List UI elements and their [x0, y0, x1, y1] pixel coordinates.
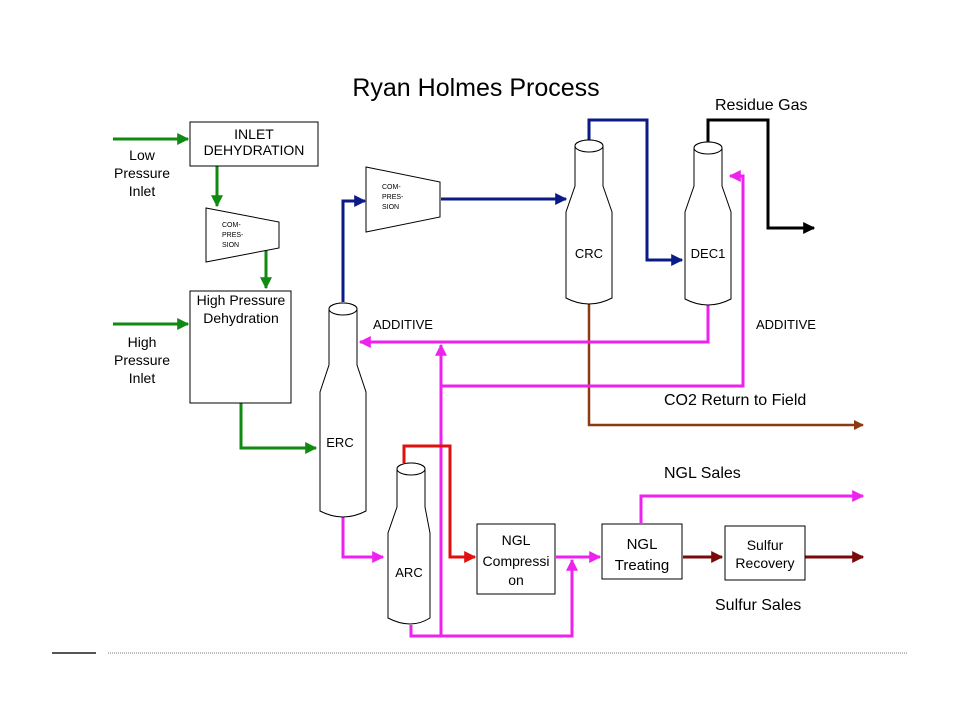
erc-column: ERC — [319, 302, 367, 518]
arc-label: ARC — [395, 565, 422, 580]
dec1-column: DEC1 — [684, 141, 732, 306]
inlet-dehydration-label-1: INLET — [234, 126, 274, 142]
arc-bottoms-line — [409, 558, 578, 638]
erc-label: ERC — [326, 435, 353, 450]
low-pressure-inlet-label-3: Inlet — [129, 183, 156, 199]
upper-compressor-label-3: SION — [382, 204, 399, 211]
arc-column: ARC — [387, 462, 431, 625]
lower-compressor-label-2: PRES- — [222, 232, 244, 239]
ngl-sales-line — [639, 490, 865, 523]
crc-label: CRC — [575, 246, 603, 261]
arc-to-compression-line — [402, 444, 477, 563]
ngl-treating-box: NGL Treating — [601, 523, 683, 580]
upper-compressor: COM- PRES- SION — [365, 166, 441, 233]
erc-to-arc-line — [341, 517, 385, 563]
low-pressure-inlet-label-1: Low — [129, 147, 156, 163]
additive-right-label: ADDITIVE — [756, 317, 816, 332]
high-pressure-inlet-label-2: Pressure — [114, 352, 170, 368]
residue-gas-line — [706, 118, 816, 234]
hp-dehydration-label-2: Dehydration — [203, 310, 279, 326]
inlet-dehydration-label-2: DEHYDRATION — [204, 142, 305, 158]
additive-feed-dec1-line — [441, 170, 745, 388]
lower-compressor-label-3: SION — [222, 242, 239, 249]
hp-dehydration-box: High Pressure Dehydration — [189, 290, 292, 404]
dec1-label: DEC1 — [691, 246, 726, 261]
low-pressure-inlet-label-2: Pressure — [114, 165, 170, 181]
ngl-treating-label-1: NGL — [627, 536, 658, 553]
sulfur-recovery-label-2: Recovery — [735, 555, 794, 571]
lower-compressor-label-1: COM- — [222, 222, 241, 229]
co2-return-line — [587, 303, 864, 430]
additive-return-line — [358, 305, 710, 348]
hp-dehydration-label-1: High Pressure — [197, 292, 286, 308]
erc-to-compressor-line — [341, 195, 367, 302]
sulfur-recovery-box: Sulfur Recovery — [724, 525, 806, 581]
hp-dehydration-to-erc-line — [239, 403, 318, 454]
additive-left-label: ADDITIVE — [373, 317, 433, 332]
upper-compressor-label-2: PRES- — [382, 194, 404, 201]
high-pressure-inlet-label-3: Inlet — [129, 370, 156, 386]
ngl-compression-label-3: on — [508, 572, 524, 588]
co2-return-label: CO2 Return to Field — [664, 392, 806, 409]
ngl-compression-label-2: Compressi — [483, 553, 550, 569]
high-pressure-inlet-label: High Pressure Inlet — [114, 334, 170, 386]
low-pressure-inlet-label: Low Pressure Inlet — [114, 147, 170, 199]
ngl-sales-label: NGL Sales — [664, 465, 741, 482]
inlet-dehydration-box: INLET DEHYDRATION — [189, 121, 319, 167]
ngl-compression-box: NGL Compressi on — [476, 523, 556, 595]
crc-column: CRC — [565, 139, 613, 305]
crc-to-dec1-line — [587, 118, 684, 266]
sulfur-recovery-label-1: Sulfur — [747, 537, 784, 553]
diagram-title: Ryan Holmes Process — [352, 74, 599, 102]
high-pressure-inlet-label-1: High — [128, 334, 157, 350]
sulfur-sales-label: Sulfur Sales — [715, 597, 801, 614]
ngl-compression-label-1: NGL — [502, 532, 531, 548]
upper-compressor-label-1: COM- — [382, 184, 401, 191]
lower-compressor: COM- PRES- SION — [205, 207, 280, 263]
ngl-treating-label-2: Treating — [615, 557, 669, 574]
residue-gas-label: Residue Gas — [715, 97, 808, 114]
